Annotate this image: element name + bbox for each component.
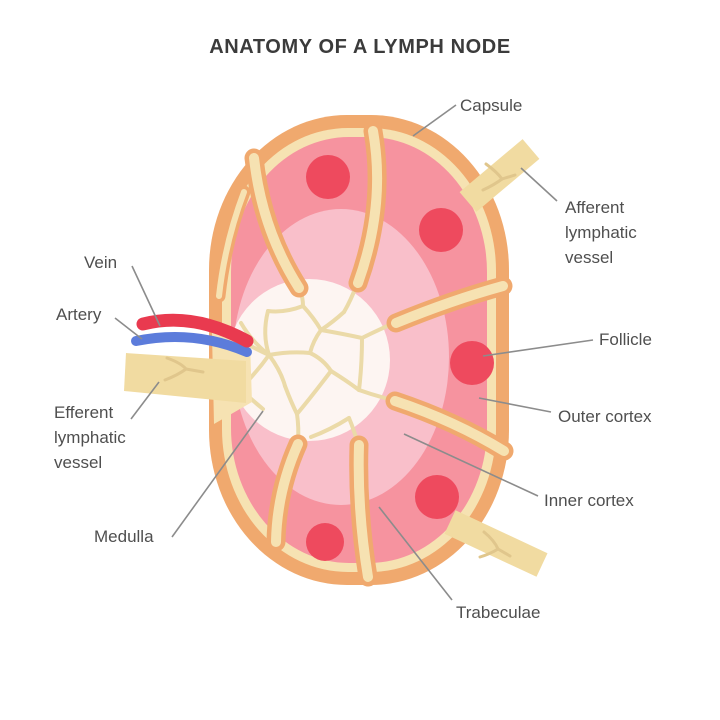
- page-title: ANATOMY OF A LYMPH NODE: [209, 36, 511, 58]
- leader-capsule: [412, 104, 457, 137]
- follicle-marker: [450, 341, 494, 385]
- efferent-lymphatic-vessel: [124, 353, 246, 403]
- vein-vessel: [136, 313, 254, 348]
- trabecula: [386, 276, 513, 333]
- label-afferent-lymphatic-vessel: Afferent lymphatic vessel: [565, 198, 637, 267]
- follicle-marker: [419, 208, 463, 252]
- leader-lines: [114, 104, 594, 601]
- label-vein: Vein: [84, 253, 118, 272]
- valve-icon: [163, 356, 205, 382]
- leader-trabeculae: [378, 506, 453, 601]
- leader-efferent: [130, 381, 160, 420]
- follicle-marker: [306, 155, 350, 199]
- leader-vein: [131, 265, 161, 327]
- trabeculae-group: [212, 121, 514, 587]
- label-follicle: Follicle: [599, 330, 652, 349]
- leader-artery: [114, 317, 143, 340]
- follicles-group: [306, 155, 494, 561]
- leader-medulla: [171, 410, 264, 538]
- leader-follicle: [482, 339, 594, 357]
- trabecula: [349, 435, 378, 587]
- leader-outer-cortex: [478, 397, 552, 413]
- follicle-marker: [415, 475, 459, 519]
- trabecula: [212, 185, 251, 303]
- label-efferent-lymphatic-vessel: Efferent lymphatic vessel: [54, 403, 126, 472]
- valve-icon: [478, 530, 512, 559]
- leader-afferent: [520, 167, 558, 202]
- valve-icon: [481, 162, 517, 192]
- afferent-lymphatic-vessel-bottom: [444, 510, 548, 577]
- label-artery: Artery: [56, 305, 102, 324]
- leader-inner-cortex: [403, 433, 539, 497]
- follicle-marker: [306, 523, 344, 561]
- trabecula: [266, 434, 308, 552]
- label-medulla: Medulla: [94, 527, 154, 546]
- afferent-lymphatic-vessel-top: [459, 139, 540, 212]
- label-inner-cortex: Inner cortex: [544, 491, 634, 510]
- trabecula: [244, 148, 309, 298]
- label-trabeculae: Trabeculae: [456, 603, 541, 622]
- label-capsule: Capsule: [460, 96, 523, 115]
- trabecula: [385, 391, 514, 461]
- medulla-region: [228, 279, 390, 441]
- artery-vessel: [131, 331, 252, 357]
- label-outer-cortex: Outer cortex: [558, 407, 652, 426]
- trabecula: [348, 121, 387, 293]
